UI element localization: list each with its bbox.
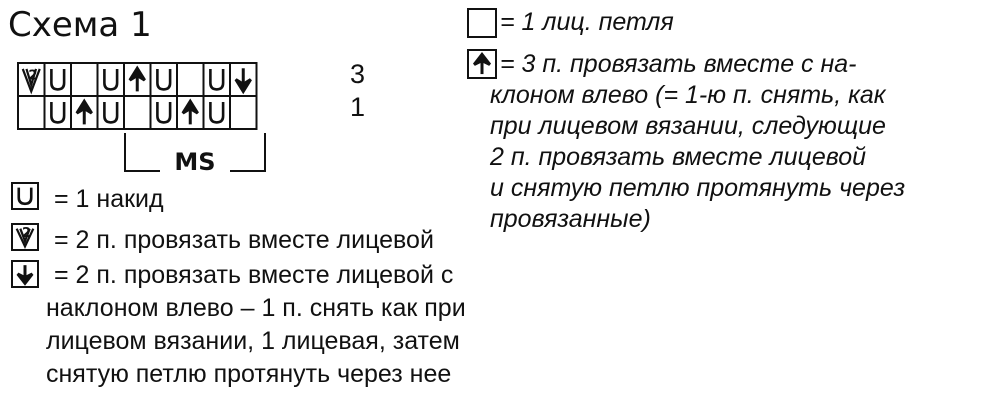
- yarn-over-icon: [156, 101, 172, 124]
- repeat-bracket: MS: [124, 133, 266, 176]
- legend-right: = 1 лиц. петля = 3 п. провязать вместе с …: [467, 8, 905, 233]
- grid-cell: [149, 62, 178, 97]
- grid-cell: [43, 95, 72, 130]
- arrow-up-icon: [472, 52, 492, 75]
- grid-cell: [96, 95, 125, 130]
- k2tog-icon: 2: [15, 226, 35, 249]
- grid-cell: [229, 95, 258, 130]
- grid-cell: [70, 62, 99, 97]
- grid-cell: [123, 62, 152, 97]
- stitch-grid: 2: [17, 62, 258, 130]
- chart-title: Схема 1: [8, 5, 152, 45]
- legend-left: = 1 накид 2 = 2 п. провязать вместе лицево…: [11, 182, 466, 388]
- legend-text: лицевом вязании, 1 лицевая, затем: [46, 327, 460, 355]
- repeat-bracket-line: [124, 133, 266, 172]
- legend-item: = 1 лиц. петля: [467, 8, 674, 38]
- legend-text: провязанные): [490, 205, 651, 233]
- legend-text: = 2 п. провязать вместе лицевой с: [54, 261, 453, 289]
- grid-cell: [43, 62, 72, 97]
- arrow-down-icon: [11, 260, 39, 288]
- legend-item: = 2 п. провязать вместе лицевой с наклоно…: [11, 260, 466, 388]
- legend-text: при лицевом вязании, следующие: [490, 112, 886, 140]
- knit-stitch-icon: [467, 8, 497, 38]
- arrow-down-icon: [234, 68, 252, 95]
- arrow-up-icon: [75, 98, 93, 125]
- legend-text: = 2 п. провязать вместе лицевой: [54, 226, 434, 254]
- legend-text: клоном влево (= 1-ю п. снять, как: [490, 81, 887, 109]
- yarn-over-icon: [103, 101, 119, 124]
- grid-cell: [229, 62, 258, 97]
- grid-cell: [123, 95, 152, 130]
- yarn-over-icon: [156, 68, 172, 91]
- yarn-over-icon: [209, 68, 225, 91]
- legend-text: = 1 накид: [54, 185, 164, 213]
- grid-cell: [96, 62, 125, 97]
- grid-cell: [176, 62, 205, 97]
- arrow-up-icon: [467, 49, 497, 79]
- legend-text: и снятую петлю протянуть через: [490, 174, 905, 202]
- yarn-over-icon: [103, 68, 119, 91]
- k2tog-icon: 2: [11, 223, 39, 251]
- yarn-over-icon: [50, 101, 66, 124]
- svg-text:2: 2: [28, 69, 37, 84]
- grid-cell: [176, 95, 205, 130]
- grid-cell: [149, 95, 178, 130]
- grid-cell: [17, 95, 46, 130]
- legend-item: = 3 п. провязать вместе с на-клоном влев…: [467, 49, 905, 233]
- legend-text: наклоном влево – 1 п. снять как при: [46, 294, 466, 322]
- yarn-over-icon: [50, 68, 66, 91]
- arrow-up-icon: [128, 65, 146, 92]
- legend-text: снятую петлю протянуть через нее: [46, 360, 451, 388]
- grid-cell: [202, 62, 231, 97]
- yarn-over-icon: [11, 182, 39, 210]
- yarn-over-icon: [209, 101, 225, 124]
- arrow-up-icon: [181, 98, 199, 125]
- grid-cell: [202, 95, 231, 130]
- row-number: 3: [350, 59, 365, 89]
- k2tog-icon: 2: [21, 69, 41, 95]
- repeat-label: MS: [174, 148, 215, 176]
- legend-text: = 3 п. провязать вместе с на-: [500, 50, 857, 78]
- legend-text: = 1 лиц. петля: [500, 8, 674, 36]
- arrow-down-icon: [16, 265, 34, 286]
- grid-cell: [70, 95, 99, 130]
- legend-text: 2 п. провязать вместе лицевой: [489, 143, 866, 171]
- row-numbers: 31: [350, 59, 365, 122]
- svg-text:2: 2: [22, 226, 31, 241]
- legend-item: = 1 накид: [11, 182, 164, 213]
- yarn-over-icon: [17, 187, 33, 206]
- grid-cell: 2: [17, 62, 46, 97]
- row-number: 1: [350, 92, 365, 122]
- legend-item: 2 = 2 п. провязать вместе лицевой: [11, 223, 434, 254]
